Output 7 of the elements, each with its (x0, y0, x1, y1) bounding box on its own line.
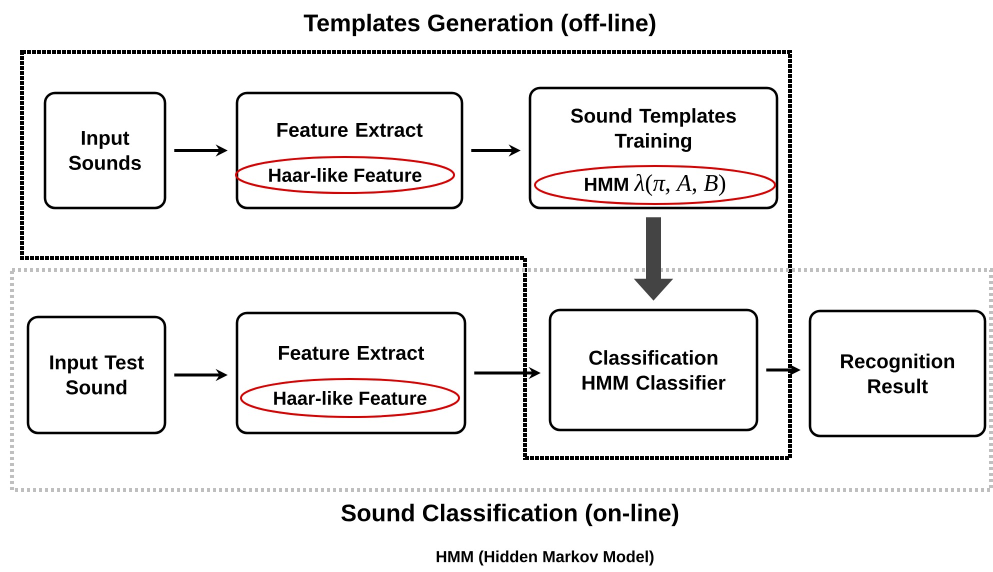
process-box: Input Test Sound (26, 316, 166, 434)
node-label: Templates Generation (off-line) (304, 14, 656, 36)
process-box: Input Sounds (44, 92, 166, 210)
note-text: HMM (Hidden Markov Model) (436, 550, 654, 566)
process-box: Classification HMM Classifier (548, 308, 758, 432)
node-label: Sound Classification (on-line) (341, 504, 678, 526)
process-box: Recognition Result (808, 310, 986, 438)
